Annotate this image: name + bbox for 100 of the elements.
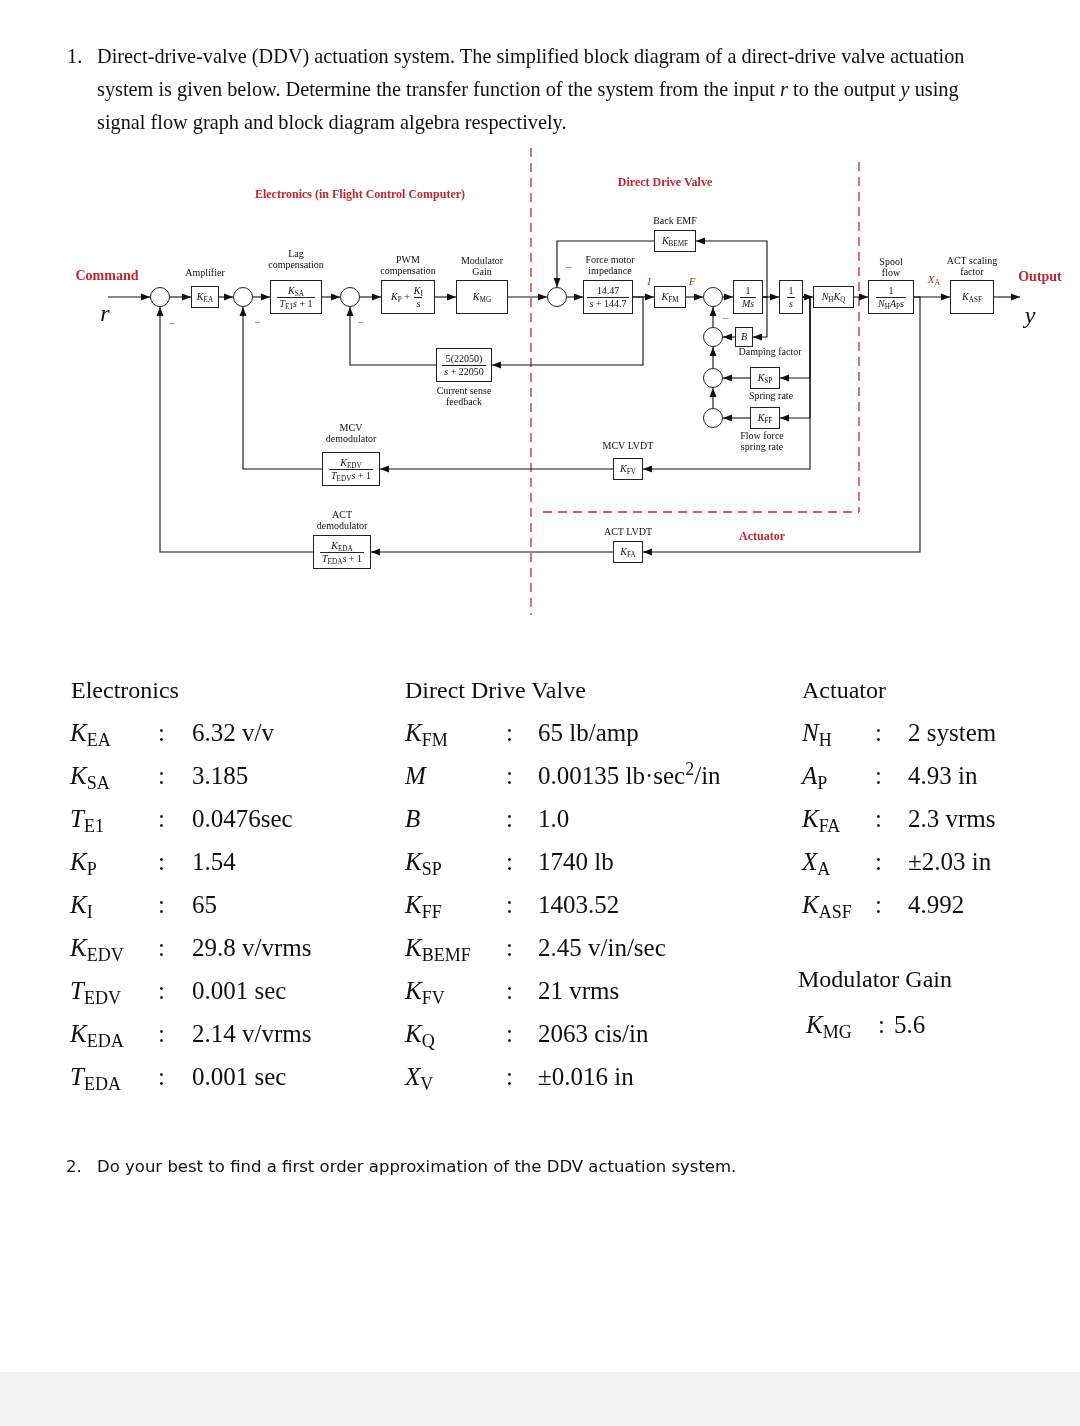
signal-arrow [491, 296, 644, 369]
signal-arrow [346, 306, 437, 366]
parameter-value: 1.54 [192, 848, 236, 876]
signal-arrow [685, 293, 704, 301]
block-expression: 1 [887, 285, 895, 297]
transfer-function-block [381, 280, 435, 314]
signal-arrow [722, 374, 751, 382]
colon: : [875, 719, 882, 747]
parameter-value: 2.3 vrms [908, 805, 996, 833]
signal-arrow [252, 293, 271, 301]
parameter-symbol: K$_{SP}$ [405, 848, 442, 876]
parameter-symbol: K$_{FA}$ [802, 805, 841, 833]
block-expression: K$_{I}$ [412, 285, 424, 297]
table-heading: Electronics [71, 676, 179, 704]
block-expression: K$_{FV}$ [620, 463, 636, 475]
parameter-value: 65 [192, 891, 217, 919]
signal-arrow [370, 548, 614, 556]
transfer-function-block [779, 280, 803, 314]
transfer-function-block [436, 348, 492, 382]
block-expression: s + 22050 [442, 364, 486, 377]
parameter-value: 4.93 in [908, 762, 978, 790]
parameter-value: 0.001 sec [192, 1063, 287, 1091]
colon: : [158, 891, 165, 919]
parameter-symbol: K$_{SA}$ [70, 762, 110, 790]
transfer-function-block [813, 286, 854, 308]
parameter-value: 2063 cis/in [538, 1020, 649, 1048]
signal-arrow [695, 237, 768, 298]
signal-variable: r [100, 299, 110, 327]
transfer-function-block [313, 535, 371, 569]
block-caption: ACT demodulator [315, 510, 369, 531]
signal-arrow [321, 293, 341, 301]
parameter-symbol: K$_{EA}$ [70, 719, 111, 747]
signal-arrow [722, 293, 734, 301]
block-caption: Flow force spring rate [739, 431, 785, 452]
parameter-symbol: K$_{FF}$ [405, 891, 442, 919]
colon: : [158, 719, 165, 747]
colon: : [158, 1020, 165, 1048]
transfer-function-block [583, 280, 633, 314]
parameter-value: 1403.52 [538, 891, 620, 919]
signal-arrow [553, 240, 655, 288]
transfer-function-block [654, 230, 696, 252]
signal-arrow [507, 293, 548, 301]
question-text: Do your best to find a first order approximation of the DDV actuation system. [97, 1156, 737, 1176]
signal-arrow [722, 333, 736, 341]
block-caption: Modulator Gain [459, 256, 505, 277]
transfer-function-block [270, 280, 322, 314]
block-caption: Damping factor [737, 347, 803, 358]
block-expression: T$_{EDV}$s + 1 [329, 468, 373, 481]
colon: : [878, 1011, 885, 1039]
colon: : [506, 848, 513, 876]
colon: : [506, 762, 513, 790]
colon: : [506, 891, 513, 919]
block-caption: Lag compensation [267, 249, 325, 270]
block-expression: s + 144.7 [587, 296, 629, 309]
signal-arrow [156, 306, 314, 553]
parameter-value: 0.00135 lb·sec$^{2}$/in [538, 762, 721, 790]
signal-label: F [688, 275, 696, 287]
colon: : [506, 934, 513, 962]
signal-arrow [709, 306, 717, 328]
block-expression: s [414, 296, 423, 309]
signal-arrow [218, 293, 234, 301]
transfer-function-block [868, 280, 914, 314]
question-text: Direct-drive-valve (DDV) actuation system. The simplified block diagram of a direct-drive valve actuation system is given below. Determine the transfer function of the system from the input r to the output y using signal flow graph and block diagram algebra respectively. [97, 44, 966, 136]
parameter-symbol: K$_{I}$ [70, 891, 93, 919]
colon: : [158, 1063, 165, 1091]
block-expression: 1 [744, 285, 752, 297]
parameter-symbol: X$_{A}$ [802, 848, 831, 876]
parameter-value: 5.6 [894, 1011, 926, 1039]
minus-sign: − [565, 259, 573, 275]
signal-arrow [379, 465, 614, 473]
block-caption: PWM compensation [379, 255, 437, 276]
question-number: 1. [67, 44, 83, 69]
region-title: Actuator [739, 528, 785, 544]
block-caption: Amplifier [184, 267, 226, 278]
parameter-symbol: K$_{Q}$ [405, 1020, 435, 1048]
signal-arrow [169, 293, 192, 301]
parameter-symbol: N$_{H}$ [802, 719, 832, 747]
input-label: Command [75, 268, 139, 284]
question-number: 2. [66, 1156, 82, 1176]
parameter-value: 4.992 [908, 891, 965, 919]
parameter-value: 2.14 v/vrms [192, 1020, 312, 1048]
block-caption: Spool flow [878, 257, 904, 278]
block-expression: N$_{H}$A$_{P}$s [876, 296, 906, 309]
block-expression: K$_{FM}$ [661, 291, 679, 303]
parameter-symbol: K$_{P}$ [70, 848, 97, 876]
table-heading: Direct Drive Valve [405, 676, 586, 704]
parameter-symbol: X$_{V}$ [405, 1063, 434, 1091]
parameter-symbol: K$_{EDA}$ [70, 1020, 124, 1048]
block-caption: Spring rate [747, 391, 795, 402]
signal-label: X$_{A}$ [927, 273, 941, 285]
block-expression: K$_{SA}$ [287, 285, 305, 297]
signal-arrow [853, 293, 869, 301]
signal-variable: y [1024, 302, 1036, 330]
colon: : [506, 1063, 513, 1091]
colon: : [875, 891, 882, 919]
parameter-value: 0.0476sec [192, 805, 293, 833]
parameter-symbol: M [405, 762, 426, 790]
parameter-value: ±2.03 in [908, 848, 992, 876]
block-expression: Ms [739, 296, 757, 309]
signal-arrow [722, 414, 751, 422]
